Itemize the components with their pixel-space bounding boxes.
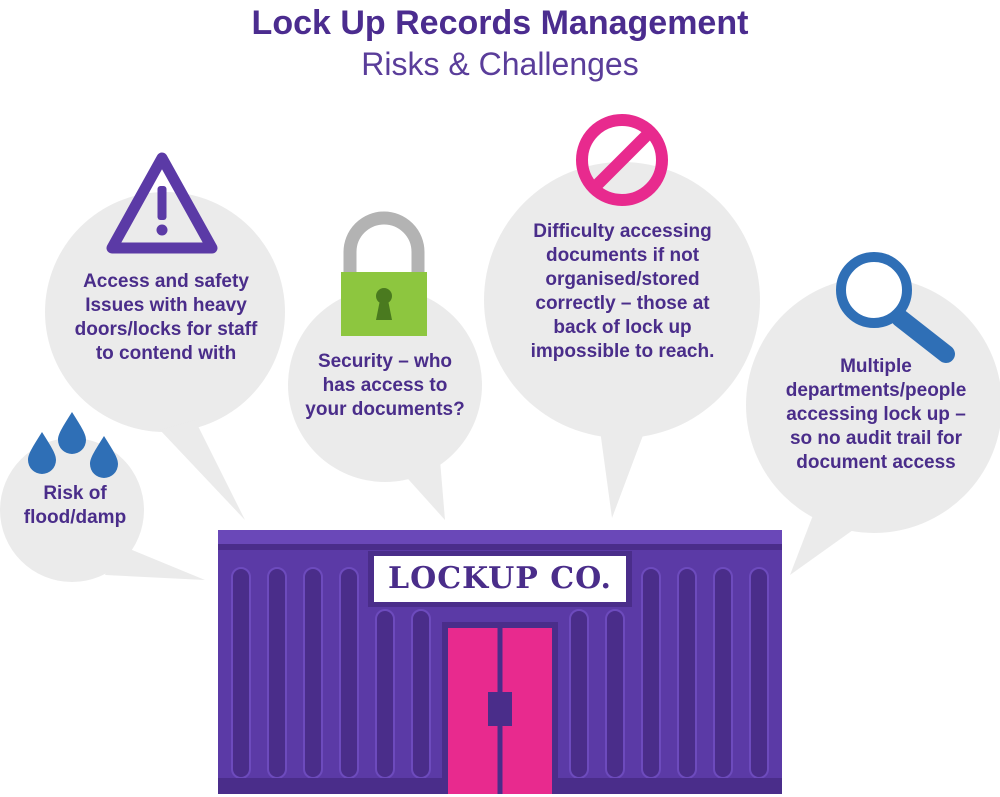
- bubble-access-safety: [45, 192, 285, 520]
- water-drops-icon: [28, 412, 118, 478]
- difficulty-text: Difficulty accessing documents if not or…: [530, 221, 715, 362]
- magnifier-icon: [836, 252, 955, 363]
- flood-text: Risk of flood/damp: [23, 483, 127, 528]
- padlock-icon: [341, 211, 427, 336]
- multiple-text: Multiple departments/people accessing lo…: [785, 356, 967, 473]
- access-safety-text: Access and safety Issues with heavy door…: [74, 271, 258, 364]
- security-text: Security – who has access to your docume…: [305, 351, 465, 420]
- warning-icon: [106, 152, 218, 254]
- page-subtitle: Risks & Challenges: [361, 46, 639, 82]
- lockup-sign-text: LOCKUP CO.: [388, 561, 612, 596]
- bubble-security: [288, 288, 482, 520]
- lockup-building: [218, 530, 782, 794]
- building-ribs: [231, 567, 769, 779]
- bubble-difficulty: [484, 162, 760, 518]
- no-entry-icon: [576, 114, 668, 206]
- page-title: Lock Up Records Management: [251, 4, 749, 42]
